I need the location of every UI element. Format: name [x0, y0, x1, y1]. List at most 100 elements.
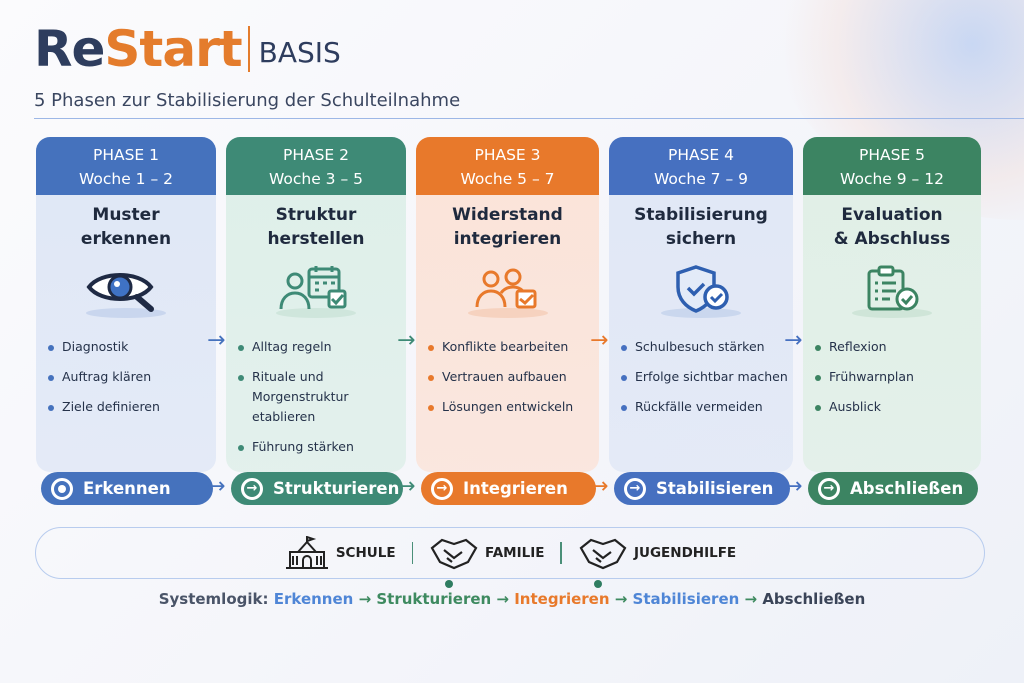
- phase-action-button[interactable]: → Integrieren: [421, 472, 596, 505]
- connector-dot: [593, 580, 602, 588]
- phase-action-button[interactable]: →Stabilisieren: [614, 472, 790, 505]
- arrow-right-icon: →: [353, 590, 377, 608]
- action-label: Strukturieren: [273, 479, 400, 498]
- connector-dot: [445, 580, 454, 588]
- phase-title-line: erkennen: [80, 229, 172, 249]
- action-label: Integrieren: [463, 479, 568, 498]
- action-label: Abschließen: [850, 479, 964, 498]
- phase-number: PHASE 5: [858, 146, 926, 164]
- clipboard-check-icon: [803, 263, 981, 323]
- phase-title-line: Struktur: [275, 205, 357, 225]
- action-label: Erkennen: [83, 479, 171, 498]
- partner-schule: SCHULE: [284, 536, 396, 570]
- bullet-item: Erfolge sichtbar machen: [619, 367, 793, 387]
- bullet-item: Ausblick: [813, 397, 981, 417]
- logo-basis: BASIS: [258, 35, 341, 69]
- phase-title: Struktur herstellen: [226, 203, 406, 255]
- phase-card: PHASE 4 Woche 7 – 9 Stabilisierung sichern…: [609, 137, 793, 472]
- bullet-item: Alltag regeln: [236, 337, 406, 357]
- bullet-item: Führung stärken: [236, 437, 406, 457]
- arrow-right-circle-icon: →: [431, 477, 453, 500]
- handshake-icon: [430, 538, 478, 570]
- logic-step: Abschließen: [762, 590, 866, 608]
- phase-title: Muster erkennen: [36, 203, 216, 255]
- phase-title-line: sichern: [665, 229, 737, 249]
- arrow-right-icon: →: [491, 590, 515, 608]
- phase-weeks: Woche 3 – 5: [268, 170, 364, 188]
- system-logic: Systemlogik: Erkennen → Strukturieren → …: [0, 590, 1024, 608]
- phase-title: Evaluation & Abschluss: [803, 203, 981, 255]
- school-icon: [285, 536, 328, 569]
- phase-action-button[interactable]: → Strukturieren: [231, 472, 403, 505]
- people-check-icon: [416, 263, 599, 323]
- action-label: Stabilisieren: [656, 479, 774, 498]
- phase-weeks: Woche 5 – 7: [460, 170, 555, 188]
- separator: [411, 542, 414, 564]
- shield-check-icon: [609, 263, 793, 323]
- logo-re: Re: [34, 20, 105, 78]
- phase-title-line: herstellen: [267, 229, 365, 249]
- divider: [34, 118, 1024, 119]
- arrow-right-icon: →: [739, 590, 763, 608]
- phase-header: PHASE 4 Woche 7 – 9: [609, 137, 793, 195]
- arrow-right-icon: →: [590, 328, 609, 353]
- arrow-right-icon: →: [784, 328, 803, 353]
- phase-title-line: Widerstand: [452, 205, 563, 225]
- arrow-right-icon: →: [207, 328, 226, 353]
- phase-title-line: integrieren: [453, 229, 562, 249]
- arrow-right-icon: →: [207, 474, 226, 499]
- phase-number: PHASE 1: [92, 146, 160, 164]
- phase-title-line: & Abschluss: [833, 229, 951, 249]
- phase-number: PHASE 3: [474, 146, 541, 164]
- logic-step: Integrieren: [514, 590, 610, 608]
- arrow-right-circle-icon: →: [241, 477, 263, 500]
- logic-steps: Erkennen → Strukturieren → Integrieren →…: [274, 590, 866, 608]
- arrow-right-icon: →: [590, 474, 609, 499]
- phase-title: Widerstand integrieren: [416, 203, 599, 255]
- phase-title-line: Evaluation: [841, 205, 943, 225]
- partner-label: SCHULE: [335, 545, 396, 561]
- partner-jugendhilfe: JUGENDHILFE: [578, 536, 737, 588]
- partners-bar: SCHULE FAMILIE JUGENDHILFE: [35, 527, 985, 588]
- bullet-item: Auftrag klären: [46, 367, 216, 387]
- logo-divider: [247, 26, 250, 72]
- logo-start: Start: [104, 20, 242, 78]
- bullet-item: Reflexion: [813, 337, 981, 357]
- bullet-item: Lösungen entwickeln: [426, 397, 599, 417]
- arrow-right-circle-icon: →: [818, 477, 840, 500]
- phase-action-button[interactable]: → Abschließen: [808, 472, 978, 505]
- phase-header: PHASE 3 Woche 5 – 7: [416, 137, 599, 195]
- bullet-item: Frühwarnplan: [813, 367, 981, 387]
- phase-number: PHASE 4: [667, 146, 735, 164]
- phase-title-line: Stabilisierung: [634, 205, 768, 225]
- logic-step: Erkennen: [273, 590, 354, 608]
- phase-weeks: Woche 7 – 9: [653, 170, 749, 188]
- phase-title-line: Muster: [92, 205, 160, 225]
- person-calendar-icon: [226, 263, 406, 323]
- target-icon: [51, 477, 73, 500]
- eye-magnifier-icon: [36, 263, 216, 323]
- arrow-right-icon: →: [397, 474, 416, 499]
- arrow-right-icon: →: [784, 474, 803, 499]
- handshake-icon: [579, 538, 627, 570]
- partner-label: FAMILIE: [485, 545, 545, 561]
- bullet-item: Rückfälle vermeiden: [619, 397, 793, 417]
- bullet-item: Diagnostik: [46, 337, 216, 357]
- arrow-right-icon: →: [397, 328, 416, 353]
- page-subtitle: 5 Phasen zur Stabilisierung der Schultei…: [34, 90, 461, 111]
- bullet-item: Schulbesuch stärken: [619, 337, 793, 357]
- phase-action-button[interactable]: Erkennen: [41, 472, 213, 505]
- partner-label: JUGENDHILFE: [633, 545, 737, 561]
- partner-familie: FAMILIE: [429, 536, 545, 588]
- separator: [560, 542, 562, 564]
- phase-card: PHASE 3 Woche 5 – 7 Widerstand integrieren…: [416, 137, 599, 472]
